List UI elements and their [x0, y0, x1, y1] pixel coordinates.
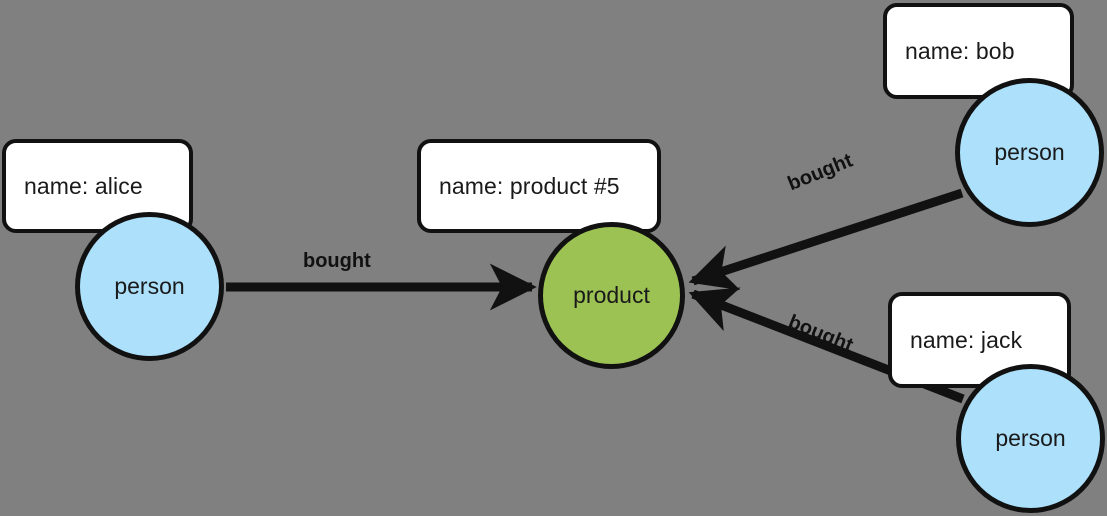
node-label-product: product	[573, 282, 650, 308]
edge-bob-to-product	[688, 188, 964, 291]
edge-label-bob-bought: bought	[784, 149, 856, 196]
node-bob[interactable]: person	[955, 78, 1104, 227]
property-text-jack: name: jack	[910, 326, 1023, 353]
edge-label-alice-bought: bought	[303, 250, 371, 272]
property-box-product[interactable]: name: product #5	[417, 139, 661, 233]
property-text-bob: name: bob	[905, 37, 1015, 64]
property-text-alice: name: alice	[24, 172, 143, 199]
property-text-product: name: product #5	[439, 172, 620, 199]
node-label-jack: person	[995, 425, 1066, 451]
edge-label-jack-bought: bought	[785, 310, 857, 357]
node-label-alice: person	[114, 273, 185, 299]
node-label-bob: person	[994, 139, 1065, 165]
node-product[interactable]: product	[538, 222, 685, 369]
node-alice[interactable]: person	[75, 212, 224, 361]
node-jack[interactable]: person	[956, 364, 1105, 513]
